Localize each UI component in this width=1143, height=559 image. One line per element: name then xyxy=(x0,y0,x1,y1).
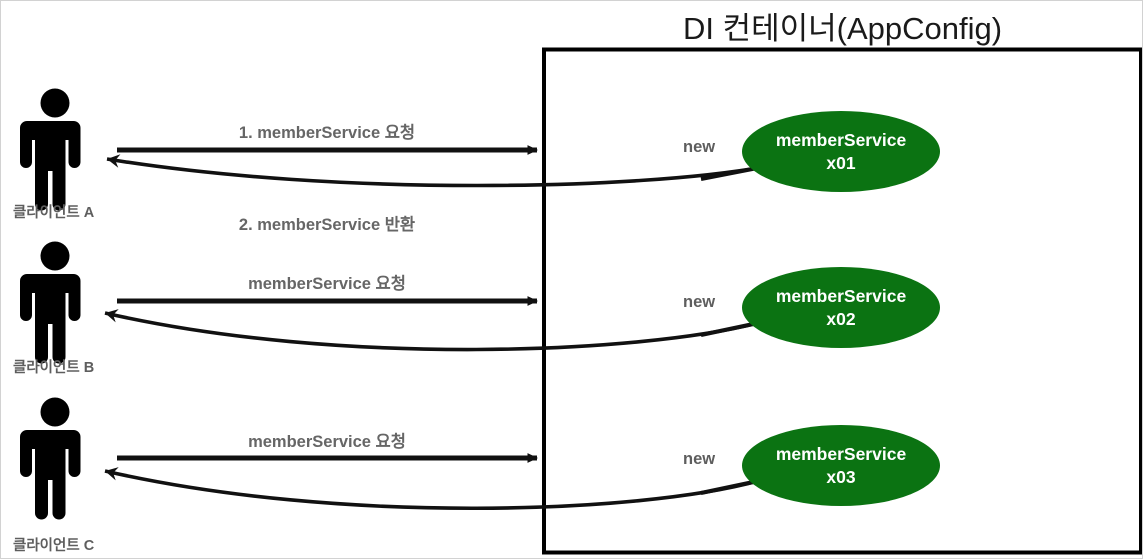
response-label-1: 2. memberService 반환 xyxy=(238,216,416,234)
bean-instance-2: x02 xyxy=(826,308,856,329)
request-label-1: 1. memberService 요청 xyxy=(238,124,416,142)
di-container-box xyxy=(542,47,1142,555)
response-curve-2 xyxy=(104,309,759,352)
client-label-a: 클라이언트 A xyxy=(13,205,95,221)
bean-memberservice-x03: memberService x03 xyxy=(742,425,940,506)
person-icon-c xyxy=(20,397,81,520)
client-label-c: 클라이언트 C xyxy=(13,538,95,554)
new-connector-2 xyxy=(700,321,759,337)
person-icon-a xyxy=(20,88,81,211)
response-curve-1 xyxy=(106,154,764,188)
new-label-1: new xyxy=(683,138,716,156)
new-label-3: new xyxy=(683,450,716,468)
bean-instance-3: x03 xyxy=(826,466,856,487)
bean-name-2: memberService xyxy=(775,286,907,307)
di-container-title: DI 컨테이너(AppConfig) xyxy=(682,10,1003,46)
request-label-2: memberService 요청 xyxy=(248,275,406,293)
response-curve-3 xyxy=(104,467,759,511)
bean-memberservice-x01: memberService x01 xyxy=(742,111,940,192)
bean-name-1: memberService xyxy=(775,130,907,151)
request-label-3: memberService 요청 xyxy=(248,433,406,451)
new-label-2: new xyxy=(683,293,716,311)
client-label-b: 클라이언트 B xyxy=(13,360,95,376)
bean-instance-1: x01 xyxy=(826,152,856,173)
new-connector-3 xyxy=(700,479,759,495)
person-icon-b xyxy=(20,241,81,364)
bean-memberservice-x02: memberService x02 xyxy=(742,267,940,348)
bean-name-3: memberService xyxy=(775,444,907,465)
